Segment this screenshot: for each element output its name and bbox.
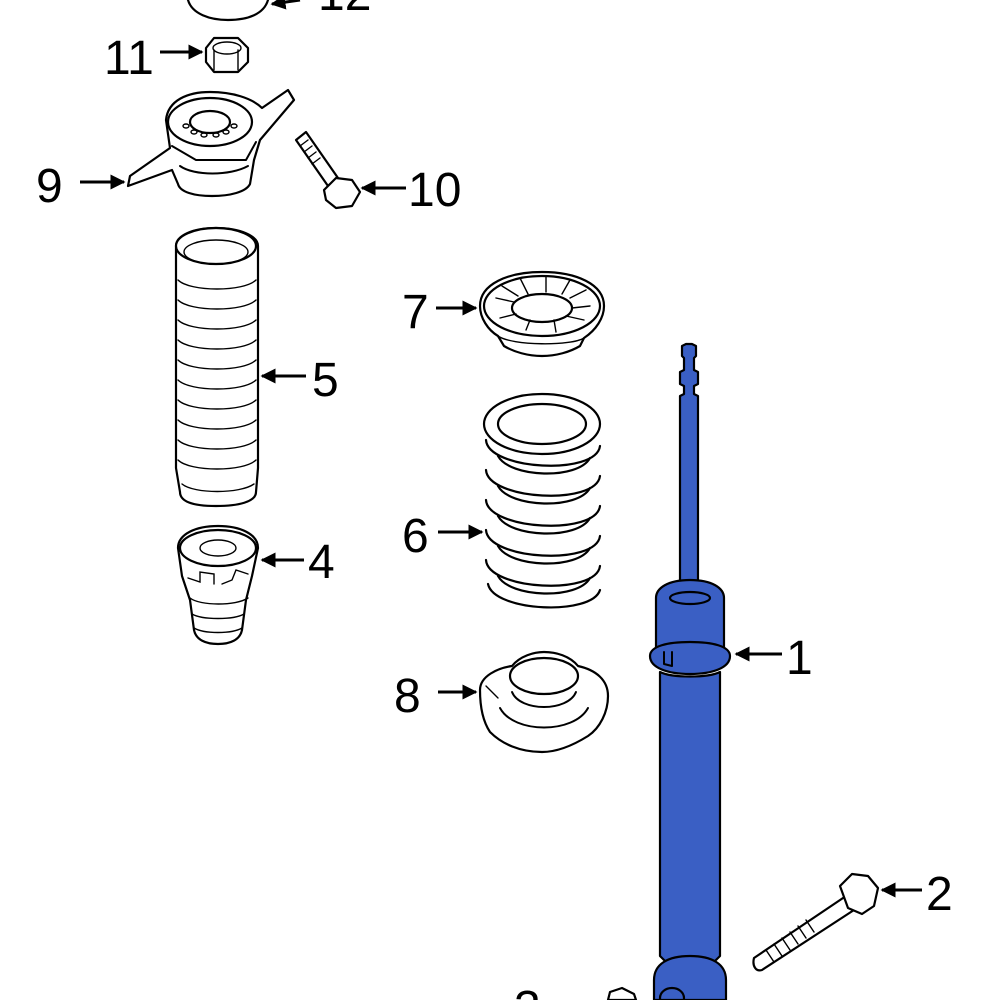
part-10-mount-bolt[interactable]: 10 — [294, 130, 461, 217]
part-5-dust-boot[interactable]: 5 — [174, 226, 339, 508]
callout-7: 7 — [402, 286, 429, 339]
callout-12: 12 — [318, 0, 371, 21]
part-9-upper-mount[interactable]: 9 — [36, 88, 296, 213]
part-1-shock-absorber[interactable]: 1 — [648, 342, 813, 1000]
callout-2: 2 — [926, 868, 953, 921]
callout-9: 9 — [36, 160, 63, 213]
part-6-coil-spring[interactable]: 6 — [402, 392, 602, 609]
part-4-bump-stop[interactable]: 4 — [176, 524, 335, 646]
part-8-lower-spring-seat[interactable]: 8 — [394, 650, 610, 754]
callout-8: 8 — [394, 670, 421, 723]
callout-3: 3 — [514, 982, 541, 1000]
callout-arrow-12 — [270, 0, 301, 10]
callout-11: 11 — [104, 32, 154, 85]
callout-4: 4 — [308, 536, 335, 589]
part-3-nut[interactable]: 3 — [514, 982, 638, 1000]
part-7-upper-spring-seat[interactable]: 7 — [402, 270, 606, 358]
callout-10: 10 — [408, 164, 461, 217]
part-12-washer[interactable]: 12 — [186, 0, 371, 22]
part-2-bolt[interactable]: 2 — [752, 868, 953, 972]
part-11-nut[interactable]: 11 — [104, 32, 250, 85]
callout-1: 1 — [786, 632, 813, 685]
callout-5: 5 — [312, 354, 339, 407]
callout-6: 6 — [402, 510, 429, 563]
